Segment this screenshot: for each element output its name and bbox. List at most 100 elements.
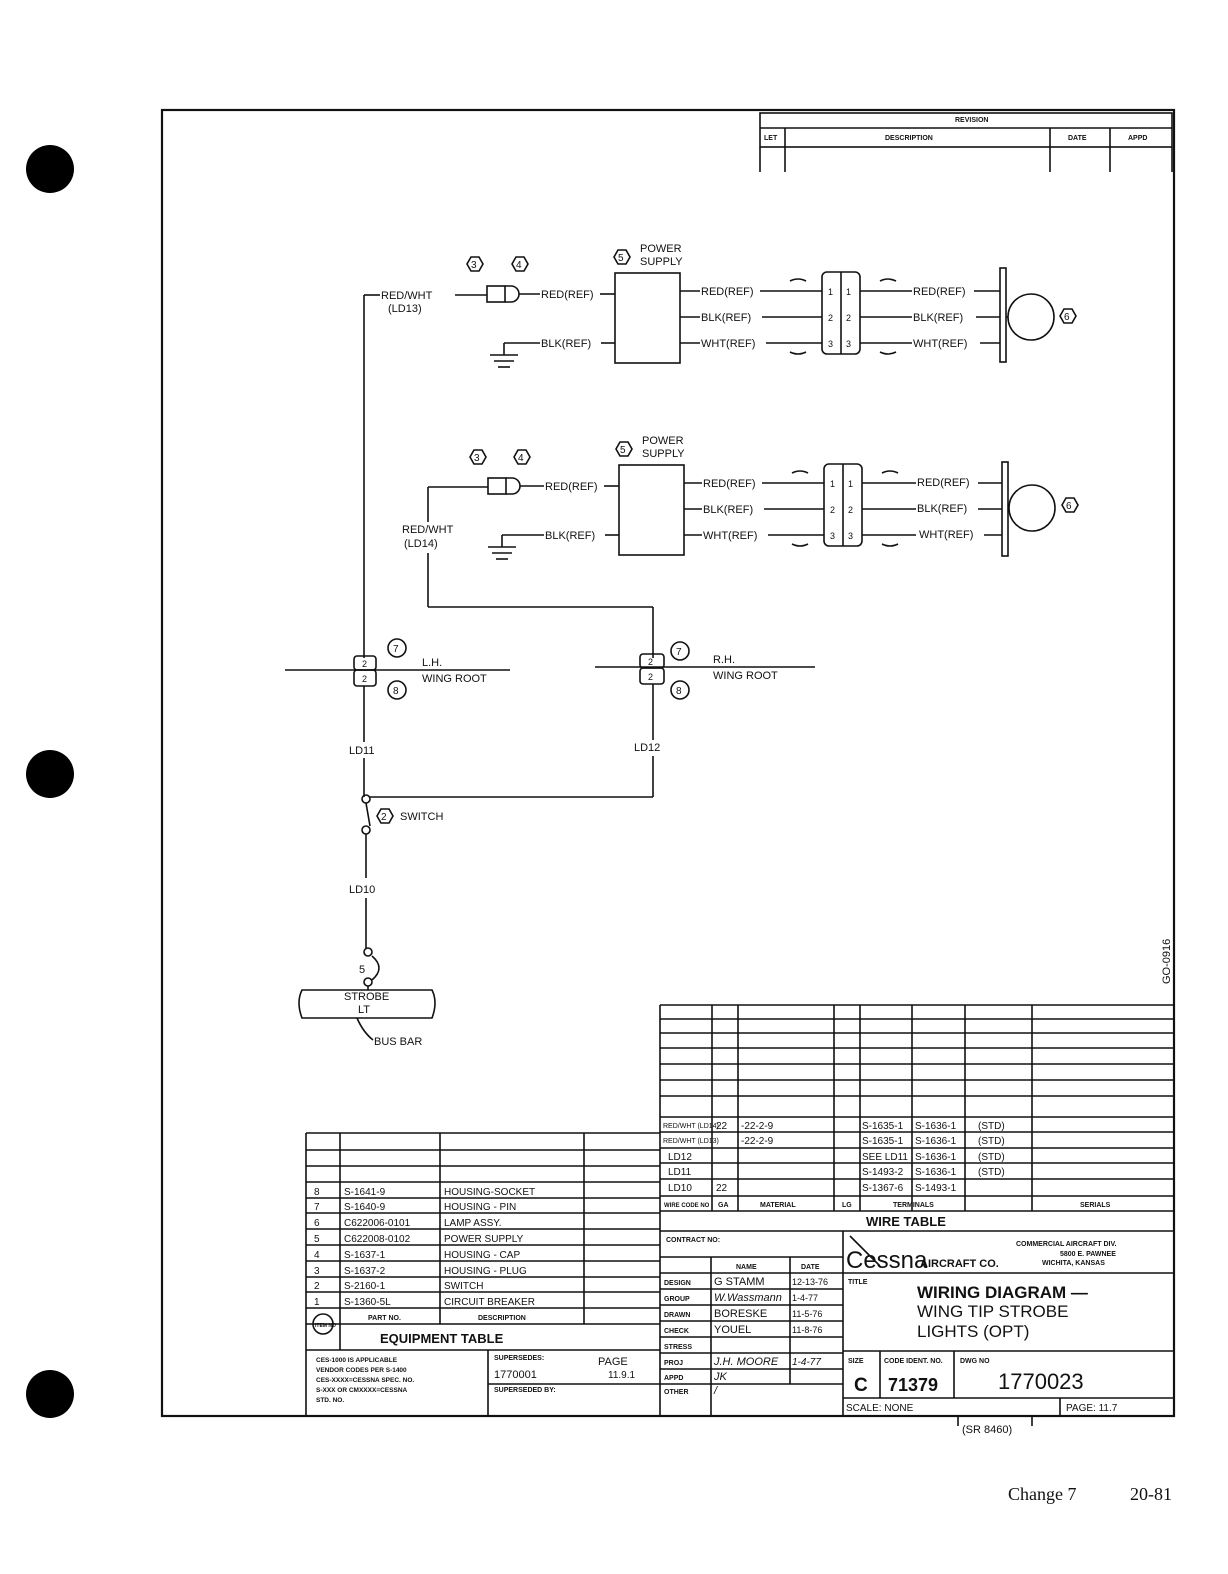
wire-head-material: MATERIAL bbox=[760, 1202, 796, 1209]
lower-feed-wire-code: (LD14) bbox=[404, 538, 438, 550]
title-line-2: WING TIP STROBE bbox=[917, 1302, 1068, 1321]
rh-pin-top: 2 bbox=[648, 657, 653, 667]
equip-row-8-desc: CIRCUIT BREAKER bbox=[444, 1297, 535, 1308]
lower-lamp-red: RED(REF) bbox=[917, 477, 970, 489]
revision-col-let: LET bbox=[764, 135, 778, 142]
note-line-3: CES-XXXX=CESSNA SPEC. NO. bbox=[316, 1377, 414, 1384]
lower-power-supply-label-2: SUPPLY bbox=[642, 448, 685, 460]
date-head: DATE bbox=[801, 1264, 820, 1271]
division-line-1: COMMERCIAL AIRCRAFT DIV. bbox=[1016, 1241, 1117, 1248]
wire-row-1-term-a: S-1635-1 bbox=[862, 1121, 904, 1132]
upper-feed-wire-label: RED/WHT bbox=[381, 290, 433, 302]
equip-row-3-desc: LAMP ASSY. bbox=[444, 1218, 501, 1229]
size-value: C bbox=[854, 1375, 868, 1396]
equip-row-8-part: S-1360-5L bbox=[344, 1297, 391, 1308]
name-other: / bbox=[713, 1385, 718, 1397]
role-other: OTHER bbox=[664, 1389, 689, 1396]
name-appd: JK bbox=[713, 1371, 728, 1383]
name-check: YOUEL bbox=[714, 1324, 751, 1336]
wire-row-1-code: RED/WHT (LD14) bbox=[663, 1123, 719, 1130]
wing-roots bbox=[285, 638, 815, 798]
wire-row-5-ga: 22 bbox=[716, 1183, 728, 1194]
breaker-label-1: STROBE bbox=[344, 991, 389, 1003]
role-check: CHECK bbox=[664, 1328, 689, 1335]
upper-lamp-blk: BLK(REF) bbox=[913, 312, 963, 324]
lower-item-3: 3 bbox=[474, 453, 480, 464]
upper-pin-3b: 3 bbox=[846, 339, 851, 349]
wire-row-3-term-b: S-1636-1 bbox=[915, 1152, 957, 1163]
wire-row-4-term-b: S-1636-1 bbox=[915, 1167, 957, 1178]
binder-hole-top bbox=[26, 145, 74, 193]
supersedes-page: 11.9.1 bbox=[608, 1370, 635, 1381]
lh-pin-bottom: 2 bbox=[362, 674, 367, 684]
company-name: AIRCRAFT CO. bbox=[920, 1258, 999, 1270]
upper-power-supply-label-1: POWER bbox=[640, 243, 682, 255]
role-group: GROUP bbox=[664, 1296, 690, 1303]
note-line-2: VENDOR CODES PER S-1400 bbox=[316, 1367, 407, 1374]
lower-red-ref-in: RED(REF) bbox=[545, 481, 598, 493]
upper-circuit bbox=[363, 249, 1077, 658]
wire-row-1-std: (STD) bbox=[978, 1121, 1005, 1132]
lh-item-8: 8 bbox=[393, 686, 399, 697]
name-group: W.Wassmann bbox=[714, 1292, 782, 1304]
equip-row-1-item: 8 bbox=[314, 1187, 320, 1198]
side-code: GO-0916 bbox=[1161, 939, 1173, 984]
wire-row-2-code: RED/WHT (LD13) bbox=[663, 1138, 719, 1145]
upper-item-3: 3 bbox=[471, 260, 477, 271]
wire-head-terminals: TERMINALS bbox=[893, 1202, 934, 1209]
upper-red-ref-in: RED(REF) bbox=[541, 289, 594, 301]
rh-label-2: WING ROOT bbox=[713, 670, 778, 682]
lower-out-red: RED(REF) bbox=[703, 478, 756, 490]
wire-row-5-term-a: S-1367-6 bbox=[862, 1183, 904, 1194]
role-design: DESIGN bbox=[664, 1280, 691, 1287]
date-design: 12-13-76 bbox=[792, 1277, 828, 1287]
equip-row-4-item: 5 bbox=[314, 1234, 320, 1245]
equip-head-desc: DESCRIPTION bbox=[478, 1315, 526, 1322]
upper-item-4: 4 bbox=[516, 260, 522, 271]
wire-row-5-code: LD10 bbox=[668, 1183, 692, 1194]
upper-blk-ref-in: BLK(REF) bbox=[541, 338, 591, 350]
dwg-no-value: 1770023 bbox=[998, 1369, 1084, 1394]
note-line-5: STD. NO. bbox=[316, 1397, 344, 1404]
equip-row-3-part: C622006-0101 bbox=[344, 1218, 411, 1229]
lower-blk-ref-in: BLK(REF) bbox=[545, 530, 595, 542]
wire-row-4-code: LD11 bbox=[668, 1167, 692, 1178]
upper-pin-3a: 3 bbox=[828, 339, 833, 349]
wire-row-1-material: -22-2-9 bbox=[741, 1121, 774, 1132]
upper-out-wht: WHT(REF) bbox=[701, 338, 755, 350]
equip-row-5-desc: HOUSING - CAP bbox=[444, 1250, 520, 1261]
binder-hole-bottom bbox=[26, 1370, 74, 1418]
equip-head-part: PART NO. bbox=[368, 1315, 401, 1322]
lower-out-wht: WHT(REF) bbox=[703, 530, 757, 542]
upper-feed-wire-code: (LD13) bbox=[388, 303, 422, 315]
equipment-table-grid bbox=[305, 1132, 660, 1416]
equip-row-4-part: C622008-0102 bbox=[344, 1234, 411, 1245]
equip-row-5-part: S-1637-1 bbox=[344, 1250, 386, 1261]
note-line-4: S-XXX OR CMXXXX=CESSNA bbox=[316, 1387, 408, 1394]
upper-power-supply-label-2: SUPPLY bbox=[640, 256, 683, 268]
equip-item-no: ITEM NO bbox=[315, 1323, 336, 1329]
name-design: G STAMM bbox=[714, 1276, 765, 1288]
date-drawn: 11-5-76 bbox=[792, 1309, 822, 1319]
title-line-1: WIRING DIAGRAM — bbox=[917, 1283, 1088, 1302]
wire-head-code: WIRE CODE NO bbox=[664, 1203, 710, 1209]
breaker-label-2: LT bbox=[358, 1004, 370, 1016]
upper-out-blk: BLK(REF) bbox=[701, 312, 751, 324]
lower-feed-wire-label: RED/WHT bbox=[402, 524, 454, 536]
supersedes-page-label: PAGE bbox=[598, 1356, 628, 1368]
upper-lamp-wht: WHT(REF) bbox=[913, 338, 967, 350]
lower-lamp-blk: BLK(REF) bbox=[917, 503, 967, 515]
rh-item-8: 8 bbox=[676, 686, 682, 697]
lh-pin-top: 2 bbox=[362, 659, 367, 669]
equip-row-2-part: S-1640-9 bbox=[344, 1202, 386, 1213]
role-drawn: DRAWN bbox=[664, 1312, 690, 1319]
revision-col-appd: APPD bbox=[1128, 135, 1147, 142]
wire-table-grid bbox=[659, 1004, 1174, 1416]
upper-out-red: RED(REF) bbox=[701, 286, 754, 298]
name-head: NAME bbox=[736, 1264, 757, 1271]
sr-number: (SR 8460) bbox=[962, 1424, 1012, 1436]
wire-row-1-ga: 22 bbox=[716, 1121, 728, 1132]
upper-pin-1a: 1 bbox=[828, 287, 833, 297]
lower-out-blk: BLK(REF) bbox=[703, 504, 753, 516]
wire-row-4-std: (STD) bbox=[978, 1167, 1005, 1178]
